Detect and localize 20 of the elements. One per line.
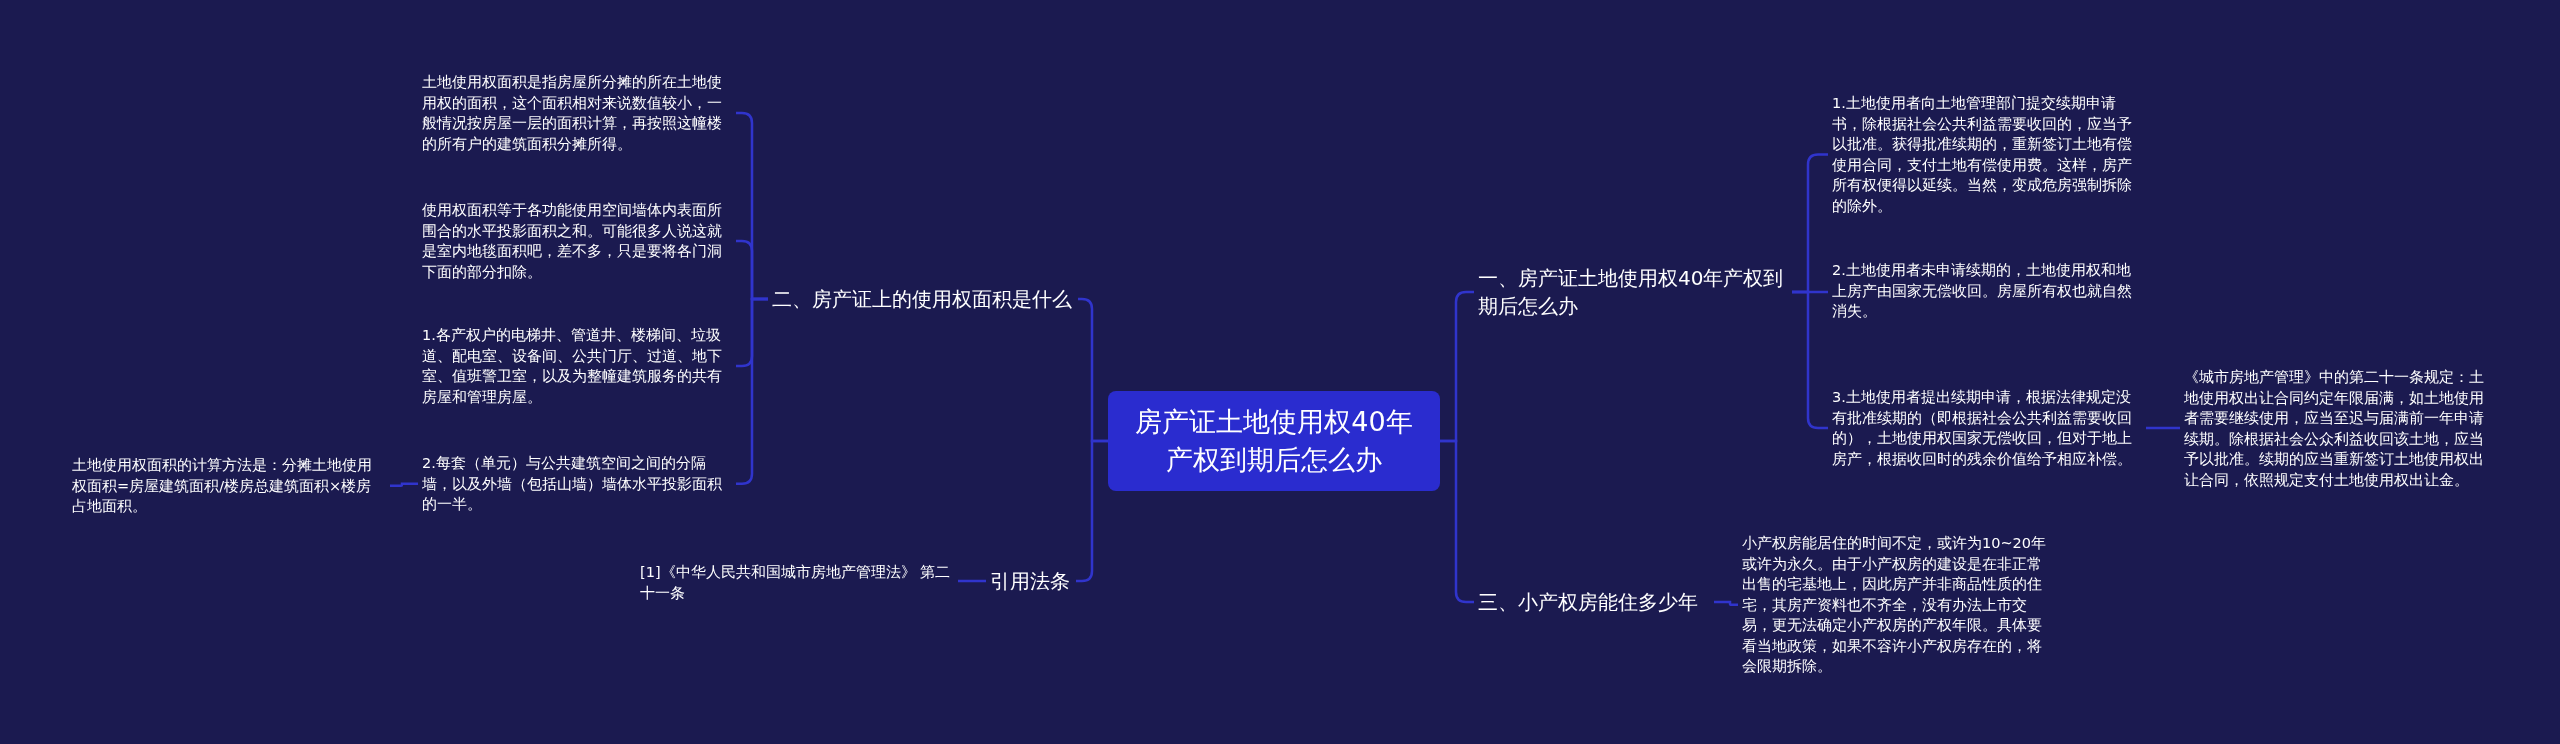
connector-line (958, 579, 986, 583)
note-text: 使用权面积等于各功能使用空间墙体内表面所围合的水平投影面积之和。可能很多人说这就是室内地毯面积吧，差不多，只是要将各门洞下面的部分扣除。 (418, 198, 736, 284)
note-text: 1.土地使用者向土地管理部门提交续期申请书，除根据社会公共利益需要收回的，应当予以批准。获得批准续期的，重新签订土地有偿使用合同，支付土地有偿使用费。这样，房产所有权便得以延续。当然，变成危房强制拆除的除外。 (1828, 91, 2146, 218)
note-text: 2.土地使用者未申请续期的，土地使用权和地上房产由国家无偿收回。房屋所有权也就自然消失。 (1828, 258, 2146, 324)
note-text: 土地使用权面积是指房屋所分摊的所在土地使用权的面积，这个面积相对来说数值较小，一般情况按房屋一层的面积计算，再按照这幢楼的所有户的建筑面积分摊所得。 (418, 70, 736, 156)
topic-box: 房产证土地使用权40年产权到期后怎么办 (1108, 391, 1440, 491)
branch-heading: 引用法条 (986, 565, 1076, 597)
note-text: 2.每套（单元）与公共建筑空间之间的分隔墙，以及外墙（包括山墙）墙体水平投影面积的一半。 (418, 451, 736, 517)
note-text: 土地使用权面积的计算方法是：分摊土地使用权面积=房屋建筑面积/楼房总建筑面积×楼房占地面积。 (68, 453, 390, 519)
branch-heading: 二、房产证上的使用权面积是什么 (768, 283, 1078, 315)
branch-heading: 三、小产权房能住多少年 (1474, 586, 1714, 618)
connector-line (390, 482, 418, 487)
connector-line (2146, 426, 2180, 430)
note-text: [1]《中华人民共和国城市房地产管理法》 第二十一条 (636, 560, 958, 605)
branch-heading: 一、房产证土地使用权40年产权到期后怎么办 (1474, 262, 1792, 322)
connector-line (1714, 600, 1738, 606)
note-text: 小产权房能居住的时间不定，或许为10~20年或许为永久。由于小产权房的建设是在非正常出售的宅基地上，因此房产并非商品性质的住宅，其房产资料也不齐全，没有办法上市交易，更无法确定小产权房的产权年限。具体要看当地政策，如果不容许小产权房存在的，将会限期拆除。 (1738, 531, 2060, 679)
note-text: 1.各产权户的电梯井、管道井、楼梯间、垃圾道、配电室、设备间、公共门厅、过道、地下室、值班警卫室，以及为整幢建筑服务的共有房屋和管理房屋。 (418, 323, 736, 409)
note-text: 3.土地使用者提出续期申请，根据法律规定没有批准续期的（即根据社会公共利益需要收回的），土地使用权国家无偿收回，但对于地上房产，根据收回时的残余价值给予相应补偿。 (1828, 385, 2146, 471)
note-text: 《城市房地产管理》中的第二十一条规定：土地使用权出让合同约定年限届满，如土地使用者需要继续使用，应当至迟与届满前一年申请续期。除根据社会公众利益收回该土地，应当予以批准。续期的应当重新签订土地使用权出让合同，依照规定支付土地使用权出让金。 (2180, 365, 2502, 492)
